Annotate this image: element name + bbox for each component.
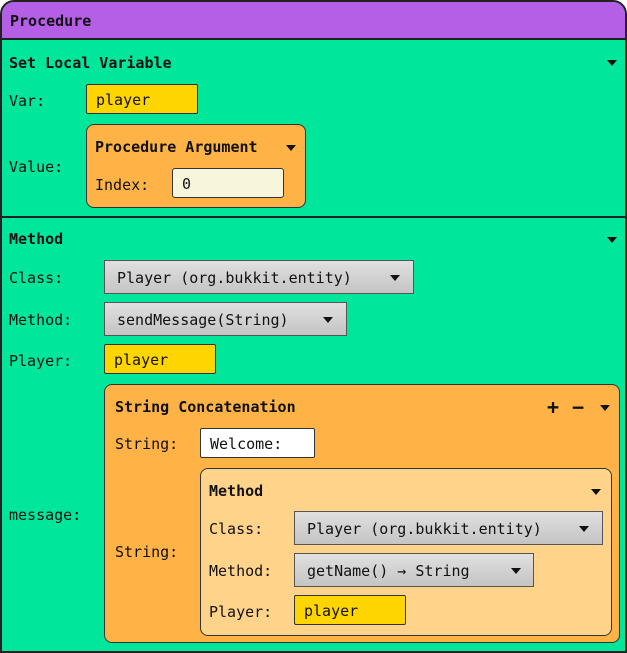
index-field[interactable]: 0 (172, 168, 284, 198)
var-label: Var: (9, 92, 46, 110)
string2-label: String: (115, 543, 179, 561)
method-select[interactable]: sendMessage(String) (104, 302, 347, 336)
string-concatenation-collapse-icon[interactable] (600, 405, 610, 411)
procedure-argument-title: Procedure Argument (95, 138, 258, 156)
inner-method-collapse-icon[interactable] (591, 489, 601, 495)
procedure-argument-block[interactable]: Procedure Argument Index: 0 (86, 124, 306, 208)
value-label: Value: (9, 158, 64, 176)
var-value: player (96, 91, 151, 109)
player-label: Player: (9, 352, 73, 370)
class-label: Class: (9, 269, 64, 287)
method-title: Method (9, 230, 64, 248)
chevron-down-icon (323, 317, 333, 323)
player-field[interactable]: player (104, 344, 216, 374)
set-local-variable-title: Set Local Variable (9, 54, 172, 72)
procedure-title: Procedure (10, 12, 92, 30)
inner-class-label: Class: (209, 520, 264, 538)
method-label: Method: (9, 311, 73, 329)
inner-player-value: player (304, 602, 359, 620)
procedure-argument-collapse-icon[interactable] (286, 145, 296, 151)
class-select[interactable]: Player (org.bukkit.entity) (104, 260, 414, 294)
set-local-variable-collapse-icon[interactable] (607, 60, 617, 66)
chevron-down-icon (390, 275, 400, 281)
section-divider (2, 216, 625, 218)
var-field[interactable]: player (86, 84, 198, 114)
player-value: player (114, 351, 169, 369)
string1-value: Welcome: (210, 435, 283, 453)
remove-icon[interactable]: − (572, 395, 585, 419)
add-icon[interactable]: + (547, 395, 560, 419)
string-concatenation-block[interactable]: String Concatenation + − String: Welcome… (104, 384, 620, 643)
string-concatenation-title: String Concatenation (115, 398, 296, 416)
chevron-down-icon (579, 526, 589, 532)
inner-class-select-value: Player (org.bukkit.entity) (307, 520, 542, 538)
inner-class-select[interactable]: Player (org.bukkit.entity) (294, 511, 603, 545)
chevron-down-icon (511, 568, 521, 574)
inner-method-select[interactable]: getName() → String (294, 553, 534, 587)
inner-method-title: Method (209, 482, 264, 500)
inner-player-label: Player: (209, 603, 273, 621)
inner-player-field[interactable]: player (294, 595, 406, 625)
string1-field[interactable]: Welcome: (200, 428, 315, 458)
inner-method-select-value: getName() → String (307, 562, 470, 580)
message-label: message: (9, 506, 82, 524)
class-select-value: Player (org.bukkit.entity) (117, 269, 352, 287)
procedure-header: Procedure (2, 2, 625, 40)
index-value: 0 (182, 175, 192, 193)
index-label: Index: (95, 176, 150, 194)
string1-label: String: (115, 435, 179, 453)
inner-method-block[interactable]: Method Class: Player (org.bukkit.entity)… (200, 468, 612, 636)
method-collapse-icon[interactable] (607, 237, 617, 243)
method-select-value: sendMessage(String) (117, 311, 289, 329)
inner-method-label: Method: (209, 562, 273, 580)
